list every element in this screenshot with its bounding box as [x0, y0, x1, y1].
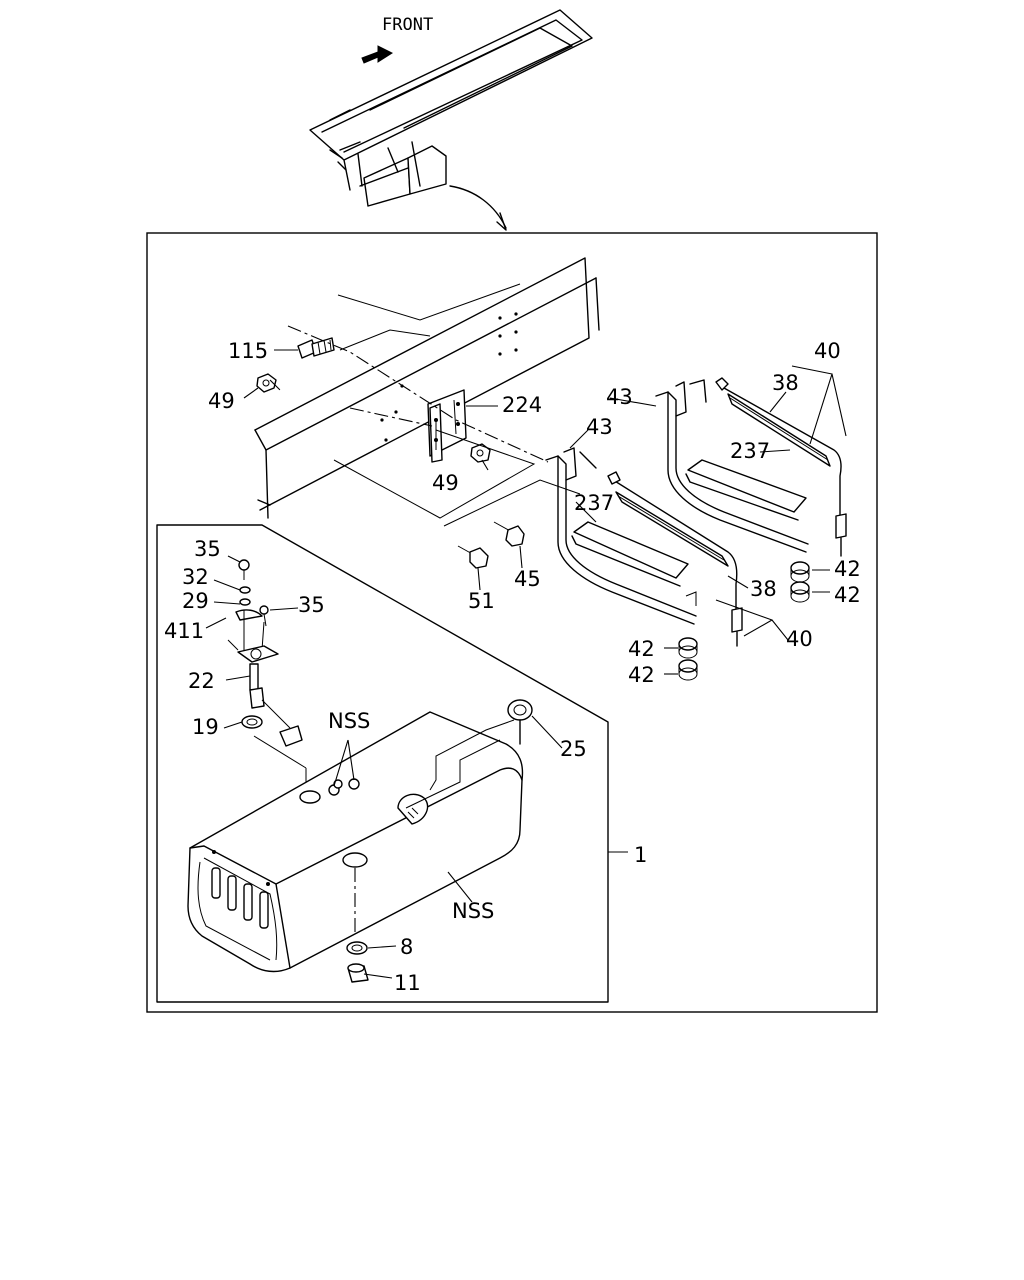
tank-frame — [156, 524, 609, 1003]
callout-25: 25 — [560, 737, 587, 761]
callout-42-right-lower: 42 — [834, 583, 861, 607]
callout-38-lower: 38 — [750, 577, 777, 601]
tank-end-ribs — [211, 867, 269, 929]
front-arrow-icon — [361, 45, 394, 64]
callout-237-lower: 237 — [574, 491, 614, 515]
callout-35-upper: 35 — [194, 537, 221, 561]
nut-42-right-upper — [790, 561, 810, 583]
nut-42-right-lower — [790, 581, 810, 603]
callout-237-upper: 237 — [730, 439, 770, 463]
callout-49-upper: 49 — [208, 389, 235, 413]
callout-32: 32 — [182, 565, 209, 589]
callout-35-lower: 35 — [298, 593, 325, 617]
callout-40-upper: 40 — [814, 339, 841, 363]
sender-unit — [227, 559, 307, 790]
washer-8 — [346, 941, 368, 955]
front-label: FRONT — [382, 15, 433, 35]
callout-42-left-upper: 42 — [628, 637, 655, 661]
drain-plug-11 — [347, 963, 369, 983]
callout-8: 8 — [400, 935, 413, 959]
callout-43-upper: 43 — [606, 385, 633, 409]
nut-49-lower — [470, 443, 491, 463]
callout-38-upper: 38 — [772, 371, 799, 395]
bracket-224 — [427, 389, 467, 463]
detail-frame — [146, 232, 878, 1013]
leader-lines — [205, 349, 847, 979]
callout-42-left-lower: 42 — [628, 663, 655, 687]
frame-rail — [254, 257, 600, 519]
callout-1: 1 — [634, 843, 647, 867]
chassis-overview — [309, 9, 593, 231]
callout-411: 411 — [164, 619, 204, 643]
callout-40-lower: 40 — [786, 627, 813, 651]
bolt-45 — [493, 521, 525, 547]
callout-nss-upper: NSS — [328, 709, 370, 733]
strap-bracket-lower — [545, 447, 743, 647]
callout-224: 224 — [502, 393, 542, 417]
bolt-115 — [297, 337, 335, 359]
callout-29: 29 — [182, 589, 209, 613]
callout-51: 51 — [468, 589, 495, 613]
callout-42-right-upper: 42 — [834, 557, 861, 581]
fuel-tank — [187, 699, 533, 973]
nut-42-left-lower — [678, 659, 698, 681]
callout-45: 45 — [514, 567, 541, 591]
callout-49-lower: 49 — [432, 471, 459, 495]
strap-bracket-upper — [655, 377, 847, 557]
callout-22: 22 — [188, 669, 215, 693]
nut-49-upper — [256, 373, 277, 393]
bolt-51 — [457, 545, 489, 569]
callout-19: 19 — [192, 715, 219, 739]
callout-nss-lower: NSS — [452, 899, 494, 923]
callout-11: 11 — [394, 971, 421, 995]
nut-42-left-upper — [678, 637, 698, 659]
callout-43-lower: 43 — [586, 415, 613, 439]
callout-115: 115 — [228, 339, 268, 363]
